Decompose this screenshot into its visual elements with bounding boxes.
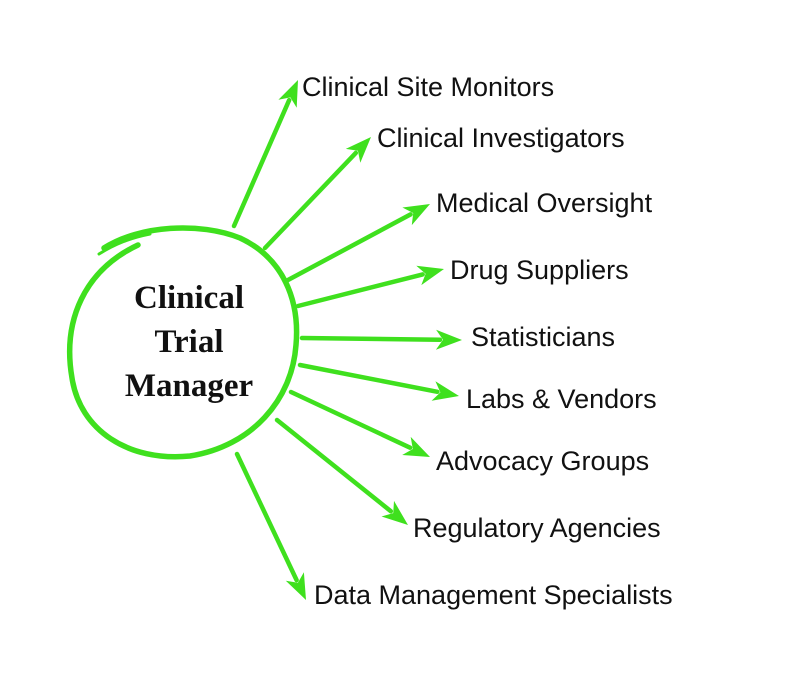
- arrows-group: [231, 80, 462, 600]
- center-circle-stroke-tip: [97, 232, 152, 256]
- arrow-head-3: [402, 204, 430, 226]
- arrow-head-2: [345, 137, 371, 163]
- central-topic-line-3: Manager: [124, 368, 254, 404]
- arrow-shaft-7: [288, 389, 413, 450]
- arrow-shaft-8: [274, 417, 394, 514]
- stakeholder-label-investigators: Clinical Investigators: [377, 123, 625, 153]
- central-topic-line-1: Clinical: [133, 280, 244, 316]
- arrow-shaft-9: [234, 451, 299, 583]
- central-topic-line-2: Trial: [154, 324, 224, 360]
- arrow-head-9: [285, 572, 306, 600]
- arrow-head-5: [435, 329, 462, 350]
- arrow-head-8: [381, 500, 408, 525]
- arrow-shaft-3: [285, 212, 413, 283]
- stakeholder-label-medical-oversight: Medical Oversight: [436, 188, 653, 218]
- stakeholder-label-site-monitors: Clinical Site Monitors: [302, 72, 555, 102]
- central-topic: Clinical Trial Manager: [96, 276, 282, 408]
- center-circle: [66, 225, 300, 460]
- arrow-shaft-5: [299, 335, 443, 342]
- arrow-shaft-6: [297, 362, 440, 395]
- arrow-head-6: [431, 381, 459, 401]
- arrow-head-1: [278, 80, 298, 108]
- stakeholder-label-advocacy-groups: Advocacy Groups: [436, 446, 650, 476]
- arrow-head-4: [416, 265, 444, 286]
- stakeholder-label-labs-vendors: Labs & Vendors: [466, 384, 657, 414]
- arrow-head-7: [402, 436, 430, 457]
- stakeholder-label-data-management: Data Management Specialists: [314, 580, 673, 610]
- stakeholder-label-drug-suppliers: Drug Suppliers: [450, 255, 629, 285]
- arrow-shaft-1: [231, 97, 292, 229]
- stakeholder-label-regulatory-agencies: Regulatory Agencies: [413, 513, 661, 543]
- arrow-shaft-4: [295, 272, 425, 309]
- arrow-shaft-2: [262, 150, 359, 251]
- stakeholder-label-statisticians: Statisticians: [471, 322, 616, 352]
